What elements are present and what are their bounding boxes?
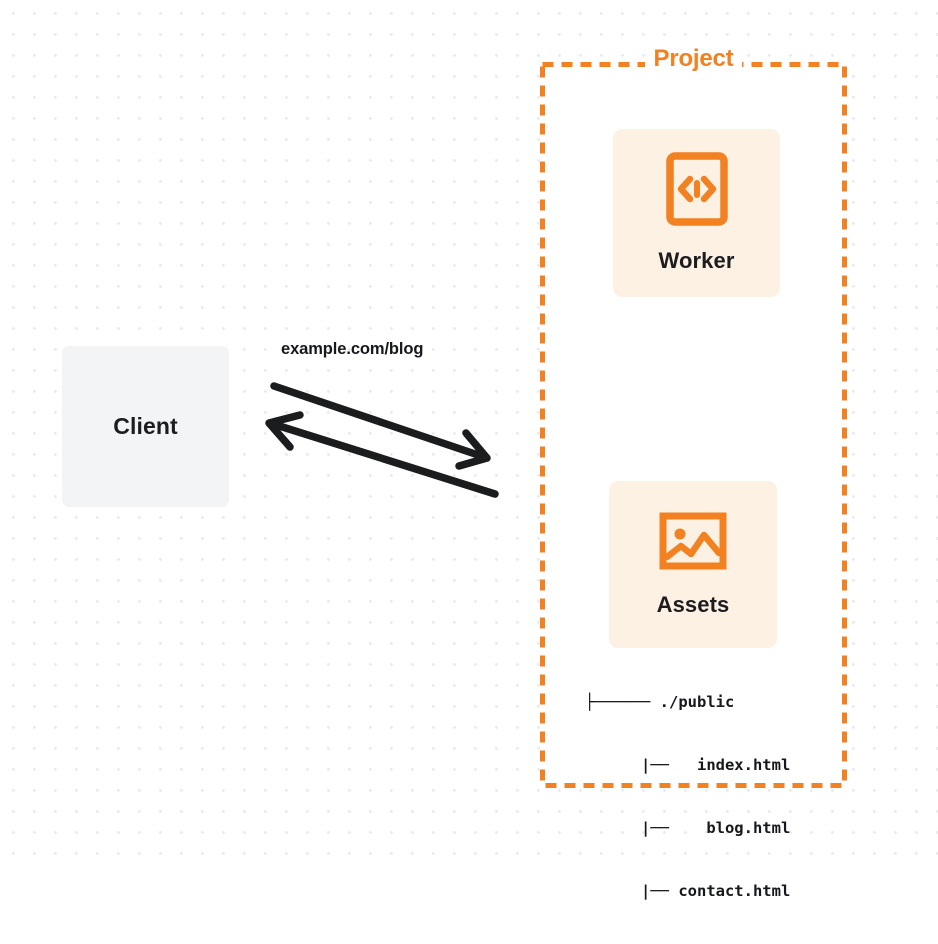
client-node[interactable]: Client (62, 346, 229, 507)
assets-node-label: Assets (656, 591, 730, 617)
assets-node[interactable]: Assets (609, 481, 777, 648)
response-arrow (270, 382, 491, 470)
diagram-canvas: Client example.com/blog Project (0, 0, 938, 900)
file-tree-row: |── blog.html (585, 819, 791, 837)
assets-file-tree: ├────── ./public |── index.html |── blog… (585, 650, 790, 944)
project-container[interactable]: Project Worker Asset (540, 45, 847, 900)
worker-node[interactable]: Worker (613, 129, 780, 297)
worker-node-label: Worker (658, 248, 735, 273)
file-tree-row: |── index.html (585, 756, 791, 774)
image-asset-icon (659, 512, 727, 575)
code-brackets-icon (665, 152, 728, 231)
client-node-label: Client (113, 413, 178, 439)
request-arrow (265, 411, 499, 498)
file-tree-row: |── contact.html (585, 882, 791, 900)
file-tree-row: ├────── ./public (585, 693, 735, 711)
project-title: Project (644, 45, 743, 73)
edge-label-url: example.com/blog (281, 340, 424, 358)
